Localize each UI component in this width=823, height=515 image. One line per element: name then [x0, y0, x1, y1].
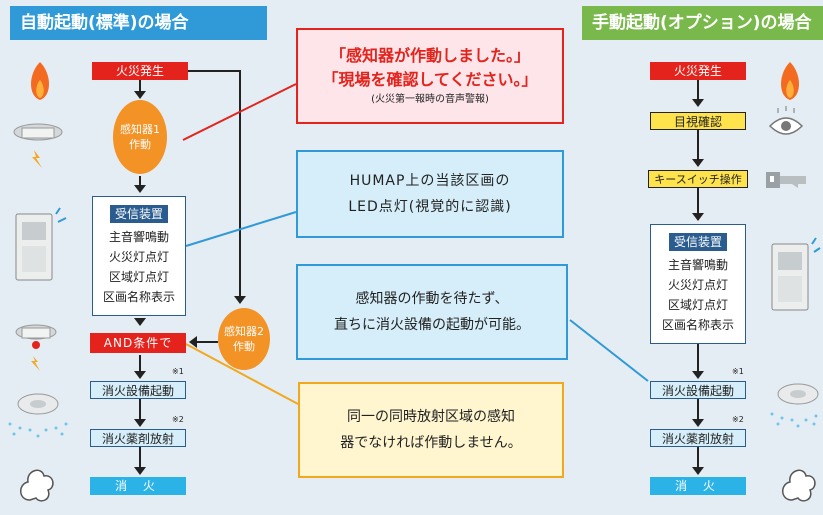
direct-line2: 直ちに消火設備の起動が可能。 [334, 317, 530, 333]
left-receiver-box: 受信装置 主音響鳴動 火災灯点灯 区域灯点灯 区画名称表示 [92, 196, 186, 316]
direct-line1: 感知器の作動を待たず、 [355, 291, 509, 307]
cloud-icon-left [20, 469, 54, 502]
right-receiver-box: 受信装置 主音響鳴動 火災灯点灯 区域灯点灯 区画名称表示 [650, 224, 746, 344]
key-switch-box: キースイッチ操作 [648, 170, 748, 188]
arrow-receiver-to-and [134, 318, 146, 326]
left-fire-box: 火災発生 [92, 62, 188, 80]
same-line2: 器でなければ作動しません。 [340, 435, 522, 451]
right-note1: ※1 [732, 367, 744, 376]
and-condition-box: AND条件で [90, 333, 186, 353]
control-panel-icon-left [15, 207, 67, 281]
alarm-line1: 「感知器が作動しました。」 [329, 46, 530, 65]
alarm-callout: 「感知器が作動しました。」 「現場を確認してください。」 (火災第一報時の音声警… [296, 28, 564, 124]
same-zone-callout: 同一の同時放射区域の感知 器でなければ作動しません。 [298, 382, 564, 478]
pointer-same [185, 343, 299, 405]
sensor2-circle: 感知器2 作動 [218, 308, 270, 370]
key-icon [766, 172, 806, 188]
right-receiver-line: 主音響鳴動 [667, 258, 728, 272]
sensor2-line1: 感知器2 [224, 325, 264, 338]
left-extinguish-box: 消 火 [90, 477, 186, 495]
left-receiver-line: 主音響鳴動 [108, 230, 169, 244]
right-receiver-line: 区域灯点灯 [667, 298, 728, 312]
left-receiver-line: 火災灯点灯 [108, 250, 169, 264]
humap-line2: LED点灯(視覚的に認識) [348, 199, 512, 215]
right-receiver-line: 区画名称表示 [661, 318, 734, 332]
control-panel-icon-right [771, 237, 821, 311]
eye-icon [768, 106, 804, 135]
flame-icon-right [781, 62, 799, 100]
left-receiver-line: 区画名称表示 [102, 290, 175, 304]
right-receiver-line: 火災灯点灯 [667, 278, 728, 292]
right-header: 手動起動(オプション)の場合 [582, 6, 823, 40]
right-receiver-title: 受信装置 [668, 233, 727, 251]
left-note2: ※2 [172, 415, 184, 424]
pointer-humap [185, 211, 297, 247]
left-receiver-line: 区域灯点灯 [108, 270, 169, 284]
sensor1-circle: 感知器1 作動 [113, 100, 167, 174]
smoke-detector-icon-left [13, 123, 63, 168]
line-fire-to-sensor2 [188, 70, 241, 297]
humap-line1: HUMAP上の当該区画の [349, 173, 511, 189]
flame-icon-left [31, 62, 49, 100]
same-line1: 同一の同時放射区域の感知 [347, 409, 515, 425]
cloud-icon-right [782, 469, 816, 502]
pointer-alarm [182, 83, 297, 141]
alarm-sub: (火災第一報時の音声警報) [371, 94, 489, 105]
alarm-line2: 「現場を確認してください。」 [322, 70, 538, 89]
sensor1-line2: 作動 [129, 138, 151, 151]
left-header: 自動起動(標準)の場合 [10, 6, 267, 40]
right-release-box: 消火薬剤放射 [650, 429, 746, 447]
left-receiver-title: 受信装置 [109, 205, 168, 223]
left-note1: ※1 [172, 367, 184, 376]
sprinkler-icon-left [8, 393, 68, 438]
pointer-direct [569, 319, 649, 382]
sprinkler-icon-right [770, 383, 819, 428]
visual-check-box: 目視確認 [650, 112, 746, 130]
right-fire-box: 火災発生 [650, 62, 746, 80]
sensor2-line2: 作動 [233, 340, 255, 353]
sensor1-line1: 感知器1 [120, 123, 160, 136]
right-note2: ※2 [732, 415, 744, 424]
smoke-detector-icon-left-2 [15, 324, 57, 371]
humap-callout: HUMAP上の当該区画の LED点灯(視覚的に認識) [296, 150, 564, 238]
right-start-box: 消火設備起動 [650, 381, 746, 399]
direct-start-callout: 感知器の作動を待たず、 直ちに消火設備の起動が可能。 [296, 264, 568, 360]
right-extinguish-box: 消 火 [650, 477, 746, 495]
left-start-box: 消火設備起動 [90, 381, 186, 399]
left-release-box: 消火薬剤放射 [90, 429, 186, 447]
